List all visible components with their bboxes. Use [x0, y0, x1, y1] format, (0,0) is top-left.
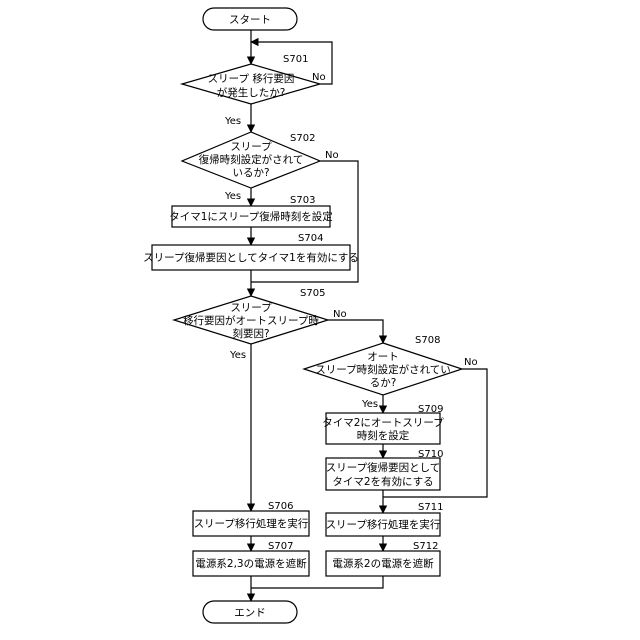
- step-s709: S709: [418, 404, 443, 415]
- s701-label-line-1: スリープ 移行要因: [208, 72, 295, 85]
- step-s701: S701: [283, 54, 308, 65]
- s705-yes-label: Yes: [229, 350, 246, 361]
- s710-label-line-2: タイマ2を有効にする: [332, 475, 433, 488]
- s704-label: スリープ復帰要因としてタイマ1を有効にする: [143, 251, 359, 264]
- step-s702: S702: [290, 133, 315, 144]
- s706-label: スリープ移行処理を実行: [194, 517, 309, 530]
- s705-label-line-1: スリープ: [230, 302, 272, 314]
- step-s708: S708: [415, 335, 440, 346]
- s708-label-line-1: オート: [367, 351, 399, 363]
- step-s705: S705: [300, 288, 325, 299]
- process-s704: スリープ復帰要因としてタイマ1を有効にする: [143, 245, 359, 270]
- step-s707: S707: [268, 541, 293, 552]
- process-s703: タイマ1にスリープ復帰時刻を設定: [169, 206, 333, 227]
- s701-label-line-2: が発生したか?: [217, 86, 286, 99]
- s702-yes-label: Yes: [224, 191, 241, 202]
- step-s711: S711: [418, 502, 443, 513]
- s708-no-label: No: [464, 357, 478, 368]
- decision-s701: スリープ 移行要因 が発生したか?: [182, 64, 320, 104]
- s711-label: スリープ移行処理を実行: [326, 518, 441, 531]
- step-s703: S703: [290, 195, 315, 206]
- s702-label-line-3: いるか?: [232, 167, 269, 179]
- s702-no-label: No: [325, 150, 339, 161]
- s703-label: タイマ1にスリープ復帰時刻を設定: [169, 210, 333, 223]
- process-s706: スリープ移行処理を実行: [193, 511, 309, 536]
- s701-yes-label: Yes: [224, 116, 241, 127]
- decision-s705: スリープ 移行要因がオートスリープ時 刻要因?: [174, 296, 328, 344]
- process-s712: 電源系2の電源を遮断: [326, 551, 440, 576]
- s712-label: 電源系2の電源を遮断: [332, 557, 434, 570]
- process-s709: タイマ2にオートスリープ 時刻を設定: [322, 413, 444, 444]
- s710-label-line-1: スリープ復帰要因として: [326, 461, 441, 474]
- step-s712: S712: [413, 541, 438, 552]
- s708-label-line-3: るか?: [370, 377, 397, 389]
- process-s711: スリープ移行処理を実行: [326, 513, 441, 536]
- s701-no-label: No: [312, 72, 326, 83]
- s708-yes-label: Yes: [361, 399, 378, 410]
- process-s710: スリープ復帰要因として タイマ2を有効にする: [326, 458, 441, 490]
- s705-label-line-3: 刻要因?: [232, 327, 269, 340]
- step-s710: S710: [418, 449, 443, 460]
- process-s707: 電源系2,3の電源を遮断: [193, 551, 309, 576]
- start-node: スタート: [203, 8, 297, 30]
- s705-no-label: No: [333, 309, 347, 320]
- end-label: エンド: [234, 607, 266, 619]
- s705-label-line-2: 移行要因がオートスリープ時: [183, 314, 319, 327]
- s709-label-line-2: 時刻を設定: [357, 429, 410, 442]
- decision-s708: オート スリープ時刻設定がされてい るか?: [304, 343, 462, 395]
- end-node: エンド: [203, 601, 297, 623]
- s702-label-line-2: 復帰時刻設定がされて: [199, 153, 304, 166]
- start-label: スタート: [229, 14, 271, 26]
- edge-s705-no: [328, 320, 383, 343]
- edge-s712-to-end: [251, 576, 383, 588]
- s709-label-line-1: タイマ2にオートスリープ: [322, 417, 444, 429]
- step-s704: S704: [298, 233, 323, 244]
- s707-label: 電源系2,3の電源を遮断: [195, 557, 307, 570]
- step-s706: S706: [268, 501, 293, 512]
- s708-label-line-2: スリープ時刻設定がされてい: [315, 363, 451, 376]
- s702-label-line-1: スリープ: [230, 141, 272, 153]
